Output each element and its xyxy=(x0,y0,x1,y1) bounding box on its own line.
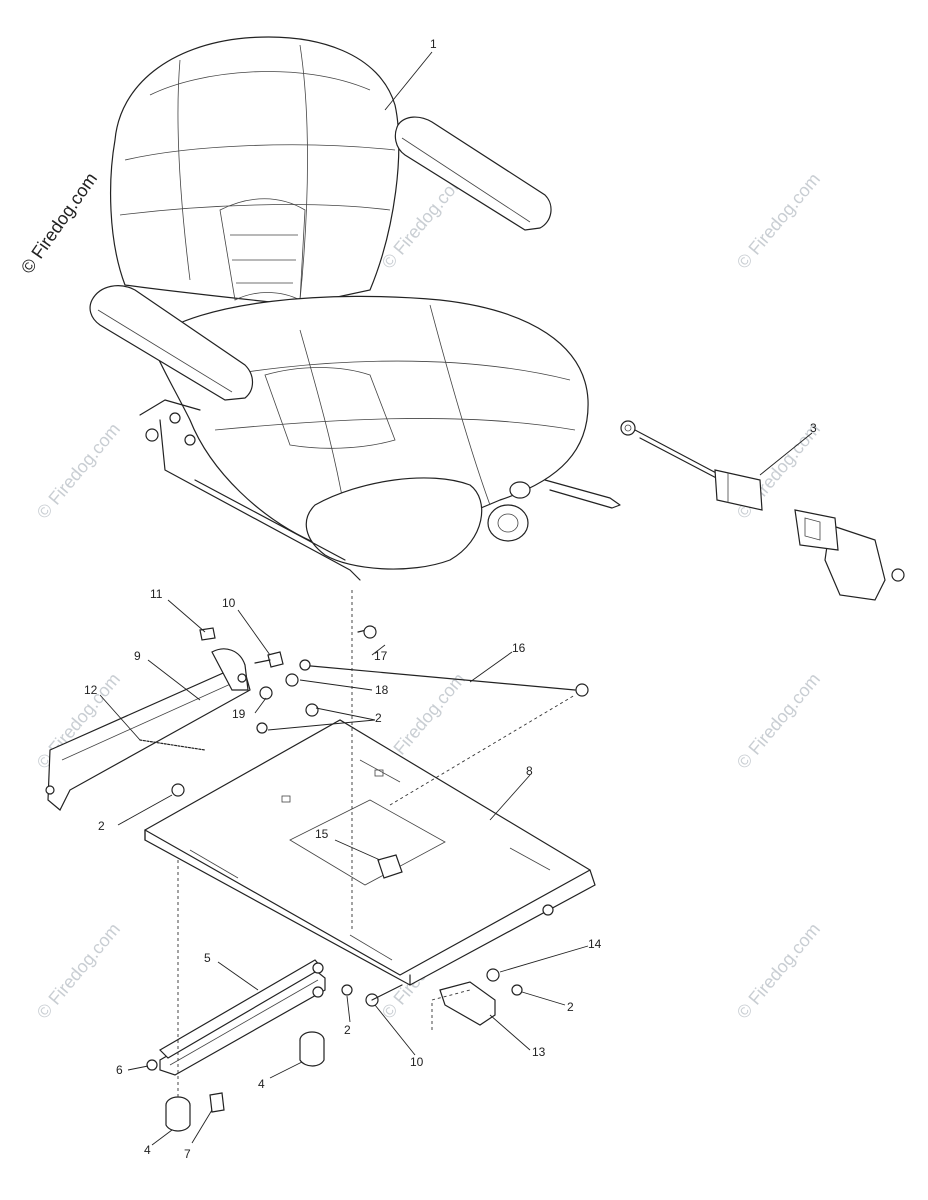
bracket-assembly xyxy=(341,968,523,1026)
callout-13: 13 xyxy=(532,1045,546,1059)
callout-8: 8 xyxy=(526,764,533,778)
callout-3: 3 xyxy=(810,421,817,435)
callout-9: 9 xyxy=(134,649,141,663)
watermark-text: © Firedog.com xyxy=(733,169,824,272)
callout-2-top: 2 xyxy=(375,711,382,725)
callout-16: 16 xyxy=(512,641,526,655)
side-plate xyxy=(45,648,251,811)
seat-assembly xyxy=(89,36,621,581)
callout-4-left: 4 xyxy=(144,1143,151,1157)
callout-10-lower: 10 xyxy=(410,1055,424,1069)
watermark-primary: © Firedog.com xyxy=(17,169,101,277)
callout-layer: 1 3 11 10 9 12 19 2 2 17 18 16 8 15 14 2 xyxy=(84,37,817,1161)
callout-18: 18 xyxy=(375,683,389,697)
callout-17: 17 xyxy=(374,649,388,663)
callout-11: 11 xyxy=(150,587,163,601)
callout-1: 1 xyxy=(430,37,437,51)
callout-15: 15 xyxy=(315,827,329,841)
callout-10-upper: 10 xyxy=(222,596,236,610)
seat-belt xyxy=(620,420,905,601)
watermark-text: © Firedog.com xyxy=(733,919,824,1022)
watermark-text: © Firedog.com xyxy=(33,419,124,522)
upper-hardware xyxy=(171,625,589,797)
callout-2-left: 2 xyxy=(98,819,105,833)
mounting-plate xyxy=(144,719,596,986)
callout-14: 14 xyxy=(588,937,602,951)
slide-rail-assembly xyxy=(146,959,326,1132)
callout-5: 5 xyxy=(204,951,211,965)
callout-7: 7 xyxy=(184,1147,191,1161)
watermark-text: © Firedog.com xyxy=(733,669,824,772)
callout-19: 19 xyxy=(232,707,246,721)
callout-2-bottom: 2 xyxy=(344,1023,351,1037)
watermark-text: © Firedog.com xyxy=(33,919,124,1022)
callout-12: 12 xyxy=(84,683,98,697)
callout-4-right: 4 xyxy=(258,1077,265,1091)
alignment-lines xyxy=(177,590,576,1100)
callout-2-right: 2 xyxy=(567,1000,574,1014)
callout-6: 6 xyxy=(116,1063,123,1077)
